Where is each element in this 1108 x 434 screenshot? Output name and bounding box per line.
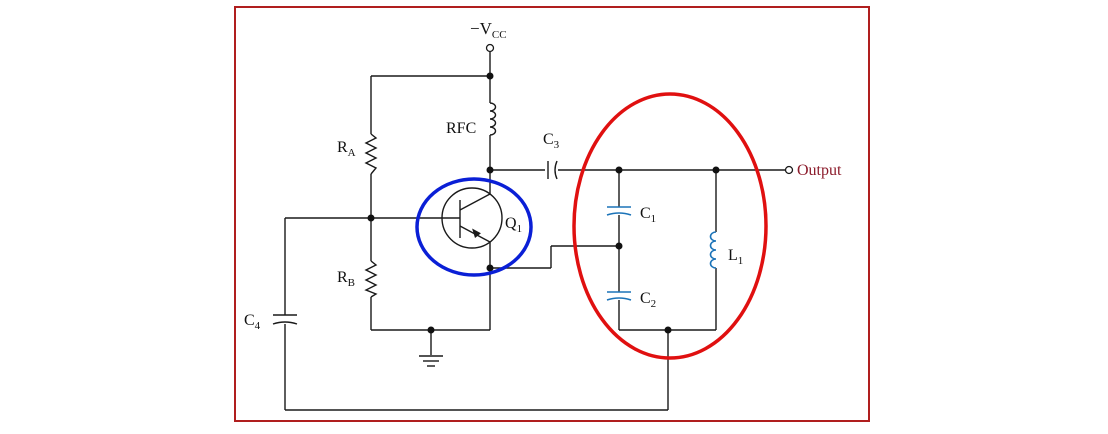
rb-resistor [364,260,378,298]
q1-transistor [441,187,503,249]
junction-dots [367,72,720,334]
tank-highlight-ellipse [572,92,768,360]
figure-frame [234,6,870,422]
c4-label: C4 [244,312,261,332]
l1-inductor [709,231,717,269]
c1-capacitor [606,206,632,216]
output-terminal [784,165,794,175]
c1-label: C1 [640,205,656,225]
ra-label: RA [337,139,356,159]
q1-label: Q1 [505,215,522,235]
rfc-label: RFC [446,120,476,137]
c3-capacitor [547,160,558,180]
ground-symbol [419,355,443,367]
supply-label: −VCC [470,19,507,41]
l1-label: L1 [728,247,743,267]
ra-resistor [364,133,378,175]
c3-label: C3 [543,131,560,151]
output-label: Output [797,162,842,179]
supply-terminal [485,43,495,53]
c2-capacitor [606,291,632,301]
c2-label: C2 [640,290,656,310]
rb-label: RB [337,269,355,289]
rfc-inductor [489,102,497,136]
transistor-highlight-ellipse [415,177,533,277]
c4-capacitor [272,314,298,325]
